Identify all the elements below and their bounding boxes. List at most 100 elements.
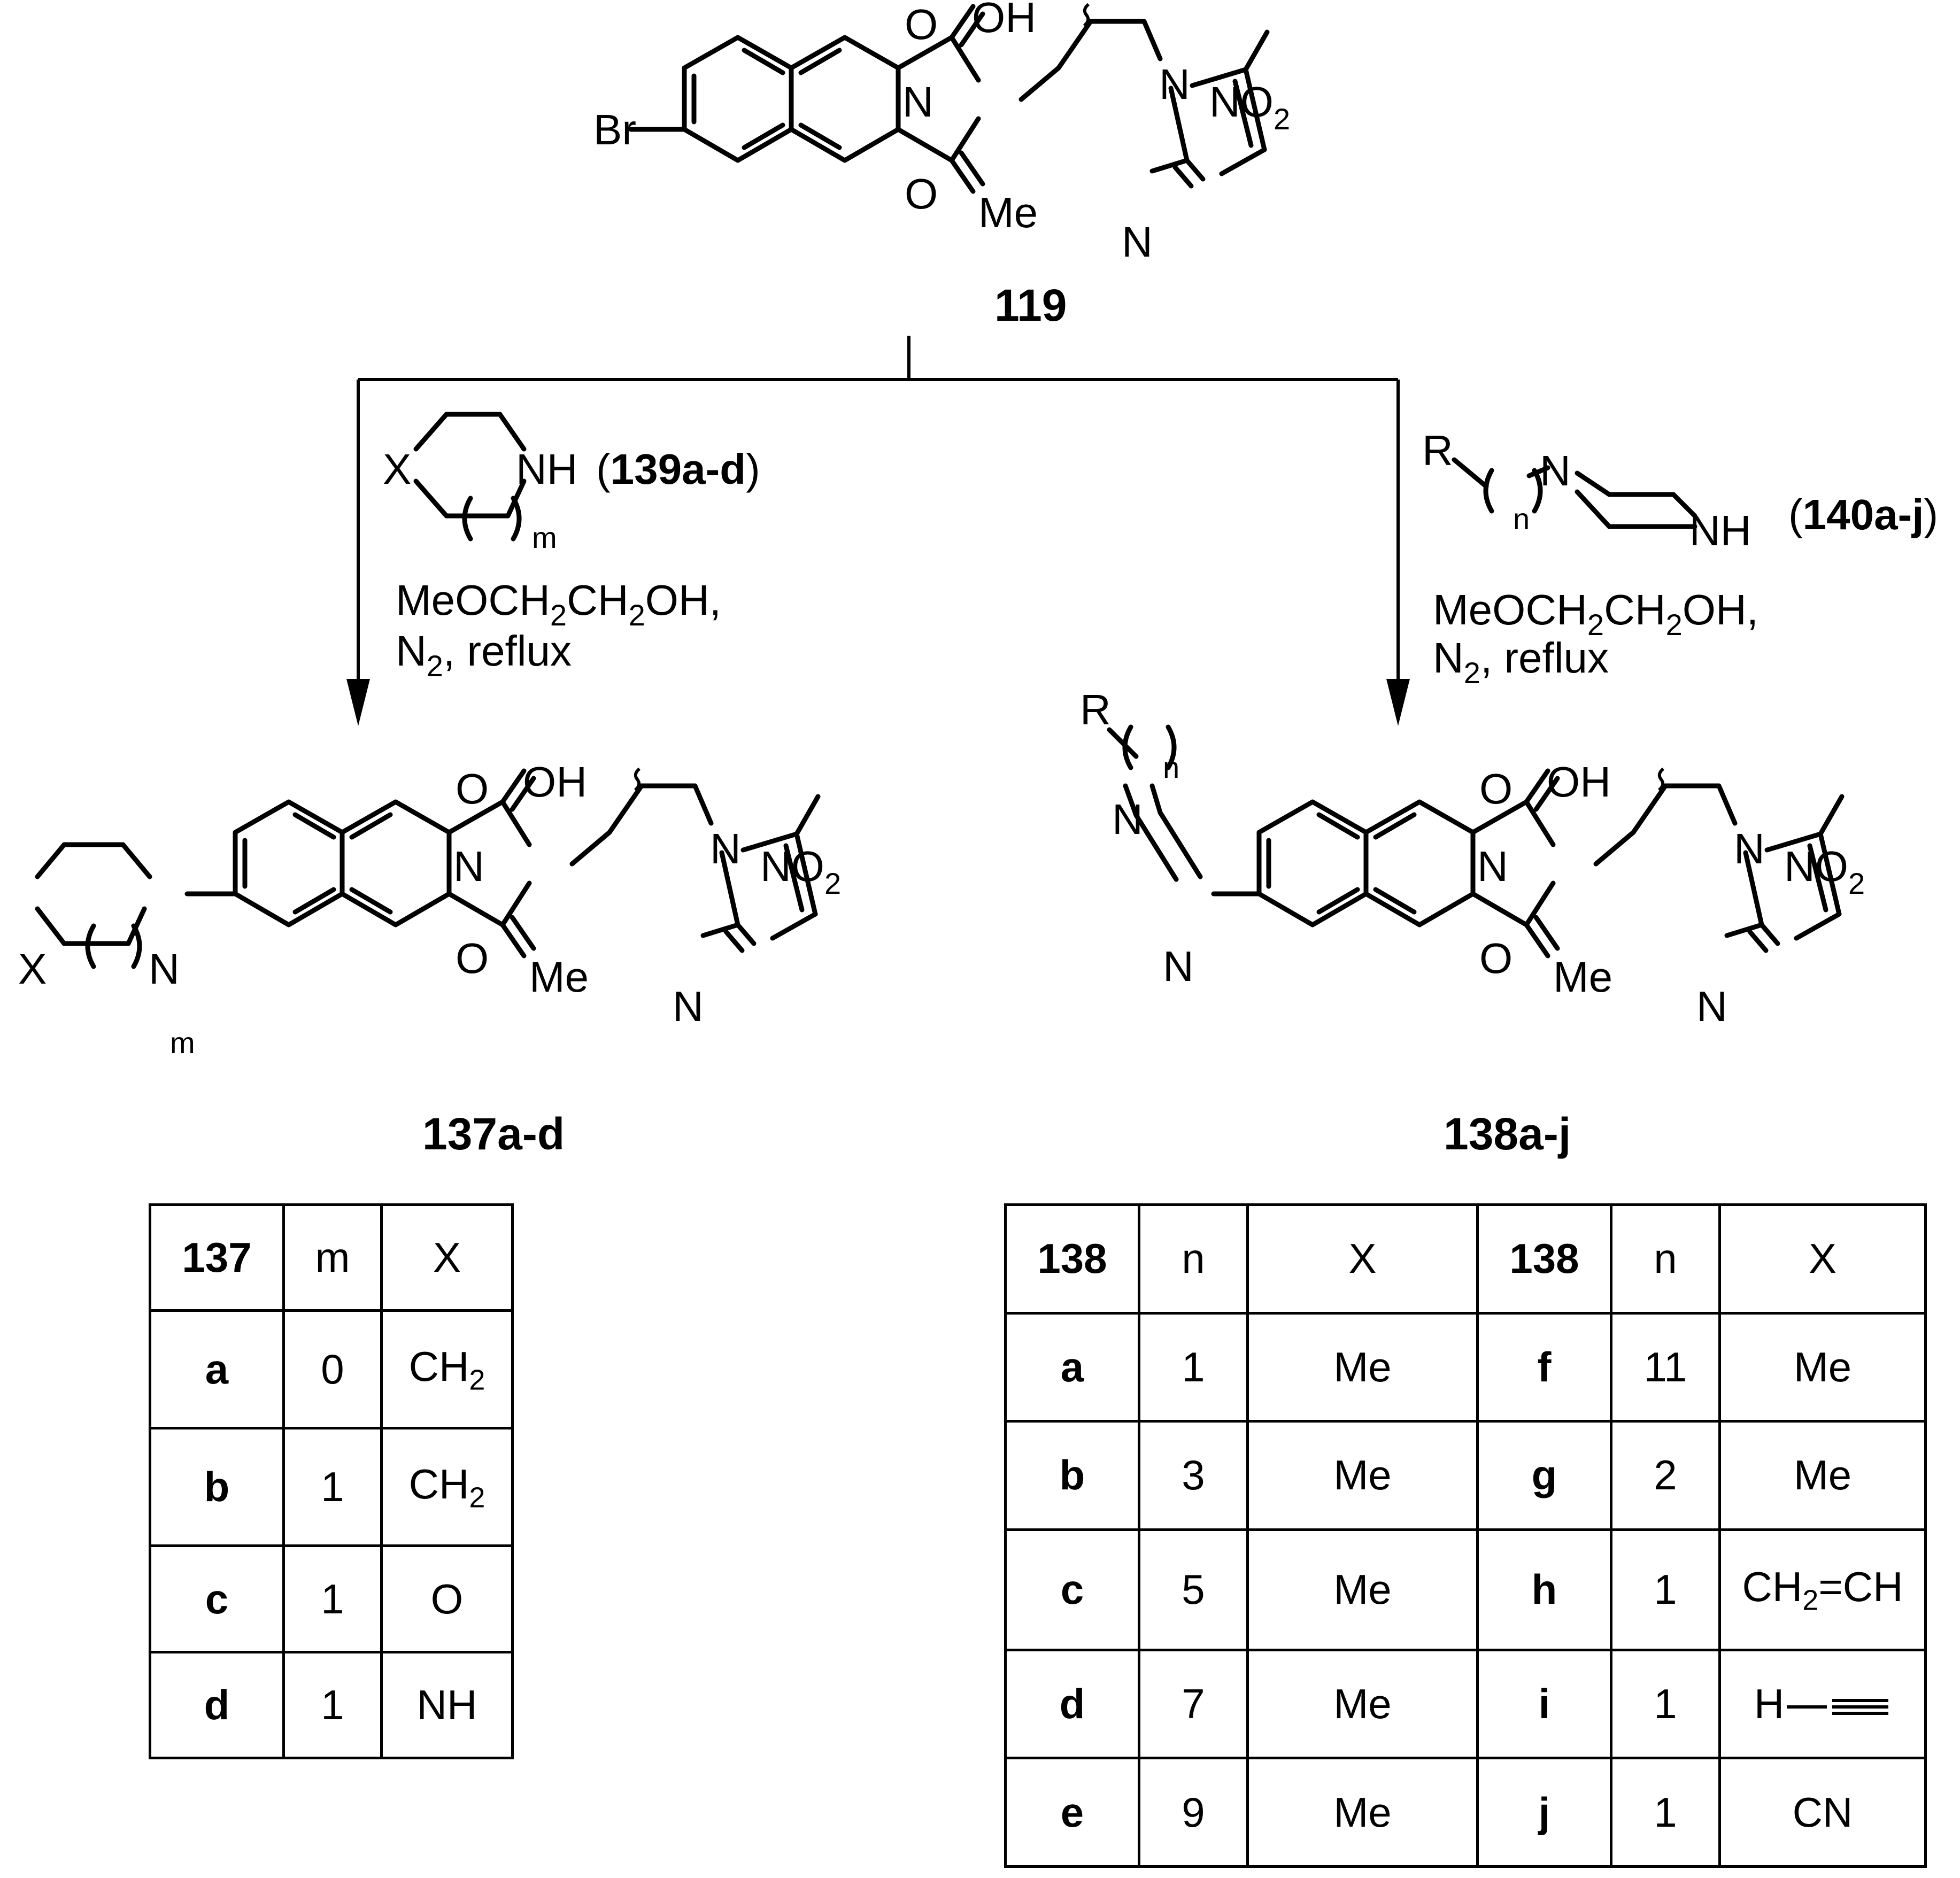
table-header-cell: 138 <box>1004 1203 1140 1315</box>
table-header-cell: X <box>380 1203 514 1312</box>
ring-x-label: X <box>383 445 411 493</box>
table-cell: 9 <box>1138 1757 1249 1868</box>
piperazine-n-label: N <box>1540 447 1571 494</box>
amine-140-structure <box>1452 457 1697 529</box>
product-138-nitro: NO2 <box>1784 843 1865 900</box>
table-cell: 11 <box>1610 1311 1721 1423</box>
compound-119-label: 119 <box>994 280 1067 330</box>
table-cell: c <box>149 1544 285 1653</box>
table-cell: 1 <box>282 1650 383 1760</box>
table-cell: j <box>1476 1757 1612 1868</box>
ring-m-label: m <box>532 521 557 554</box>
table-cell: 1 <box>1610 1757 1721 1868</box>
table-header-cell: 138 <box>1476 1203 1612 1315</box>
product-138-imidazole-n1: N <box>1734 825 1765 872</box>
amine-139-structure <box>413 412 527 542</box>
compound-119-structure <box>628 3 1270 194</box>
product-137-oh: OH <box>523 758 587 806</box>
table-cell: f <box>1476 1311 1612 1423</box>
product-137-imide-n: N <box>453 843 484 890</box>
table-header-cell: X <box>1246 1203 1479 1315</box>
table-cell: 1 <box>282 1544 383 1653</box>
reagent-140-label: (140a-j) <box>1788 491 1938 538</box>
nitro-label: NO2 <box>1209 78 1290 136</box>
table-cell: h <box>1476 1528 1612 1651</box>
table-cell: a <box>149 1309 285 1430</box>
product-138-o-bottom: O <box>1479 934 1513 982</box>
reagent-r-label: R <box>1422 427 1453 474</box>
product-138-o-top: O <box>1479 765 1513 813</box>
imide-n: N <box>902 78 933 126</box>
table-row: 137 m X <box>149 1203 514 1312</box>
product-138-n-index: n <box>1163 751 1179 784</box>
table-cell: 7 <box>1138 1648 1249 1760</box>
branch-arrows <box>346 336 1410 726</box>
table-row: d 7 Me i 1 H <box>1004 1648 1927 1760</box>
conditions-right-line2: N2, reflux <box>1433 634 1609 690</box>
reagent-139-label: (119139a-d) <box>596 445 760 493</box>
imidazole-n1: N <box>1159 60 1190 108</box>
table-cell: 0 <box>282 1309 383 1430</box>
table-cell: Me <box>1246 1528 1479 1651</box>
ring-nh-label: NH <box>516 445 578 493</box>
table-row: a 0 CH2 <box>149 1309 514 1430</box>
table-cell: 2 <box>1610 1420 1721 1531</box>
table-cell: e <box>1004 1757 1140 1868</box>
table-row: d 1 NH <box>149 1650 514 1760</box>
table-row: c 1 O <box>149 1544 514 1653</box>
product-137-imidazole-n1: N <box>710 825 741 872</box>
table-cell: Me <box>1246 1757 1479 1868</box>
product-137-nitro: NO2 <box>760 843 841 900</box>
table-137: 137 m X a 0 CH2 b 1 CH2 c 1 O d 1 NH <box>149 1203 514 1760</box>
compound-137-structure <box>35 767 821 969</box>
table-138: 138 n X 138 n X a 1 Me f 11 Me b 3 Me g … <box>1004 1203 1927 1868</box>
compound-138-structure <box>1107 724 1845 959</box>
table-cell: d <box>1004 1648 1140 1760</box>
table-cell: Me <box>1718 1420 1927 1531</box>
table-header-cell: 137 <box>149 1203 285 1312</box>
product-138-r: R <box>1080 686 1111 733</box>
table-cell: Me <box>1246 1420 1479 1531</box>
product-138-oh: OH <box>1547 758 1611 806</box>
carbonyl-o-bottom: O <box>905 170 938 218</box>
product-137-n: N <box>149 945 180 993</box>
conditions-left-line2: N2, reflux <box>396 627 572 683</box>
table-row: c 5 Me h 1 CH2=CH <box>1004 1528 1927 1651</box>
product-138-imidazole-n3: N <box>1696 983 1727 1030</box>
table-row: e 9 Me j 1 CN <box>1004 1757 1927 1868</box>
methyl-label: Me <box>978 189 1038 236</box>
table-cell: Me <box>1718 1311 1927 1423</box>
reagent-n-label: n <box>1513 502 1530 536</box>
table-cell: g <box>1476 1420 1612 1531</box>
product-137-o-top: O <box>456 765 489 813</box>
table-cell: i <box>1476 1648 1612 1760</box>
table-row: b 3 Me g 2 Me <box>1004 1420 1927 1531</box>
product-137-o-bottom: O <box>456 934 489 982</box>
table-header-cell: m <box>282 1203 383 1312</box>
table-cell: d <box>149 1650 285 1760</box>
table-header-cell: X <box>1718 1203 1927 1315</box>
table-cell: Me <box>1246 1311 1479 1423</box>
table-cell: 3 <box>1138 1420 1249 1531</box>
product-138-piperazine-n1: N <box>1163 942 1194 990</box>
product-137-imidazole-n3: N <box>673 983 704 1030</box>
product-138-piperazine-n4: N <box>1112 795 1143 843</box>
table-cell: b <box>1004 1420 1140 1531</box>
table-cell: O <box>380 1544 514 1653</box>
table-cell: NH <box>380 1650 514 1760</box>
table-cell: Me <box>1246 1648 1479 1760</box>
bromo-label: Br <box>593 106 636 153</box>
table-cell: CN <box>1718 1757 1927 1868</box>
table-cell: CH2 <box>380 1427 514 1548</box>
product-138-methyl: Me <box>1553 953 1612 1001</box>
product-137-x: X <box>18 945 47 993</box>
table-cell: b <box>149 1427 285 1548</box>
product-137-m: m <box>170 1026 195 1060</box>
table-cell: a <box>1004 1311 1140 1423</box>
table-header-cell: n <box>1610 1203 1721 1315</box>
compound-138-label: 138a-j <box>1444 1109 1571 1159</box>
conditions-left-line1: MeOCH2CH2OH, <box>396 576 721 632</box>
table-cell: 1 <box>282 1427 383 1548</box>
table-cell: CH2 <box>380 1309 514 1430</box>
table-cell: CH2=CH <box>1718 1528 1927 1651</box>
